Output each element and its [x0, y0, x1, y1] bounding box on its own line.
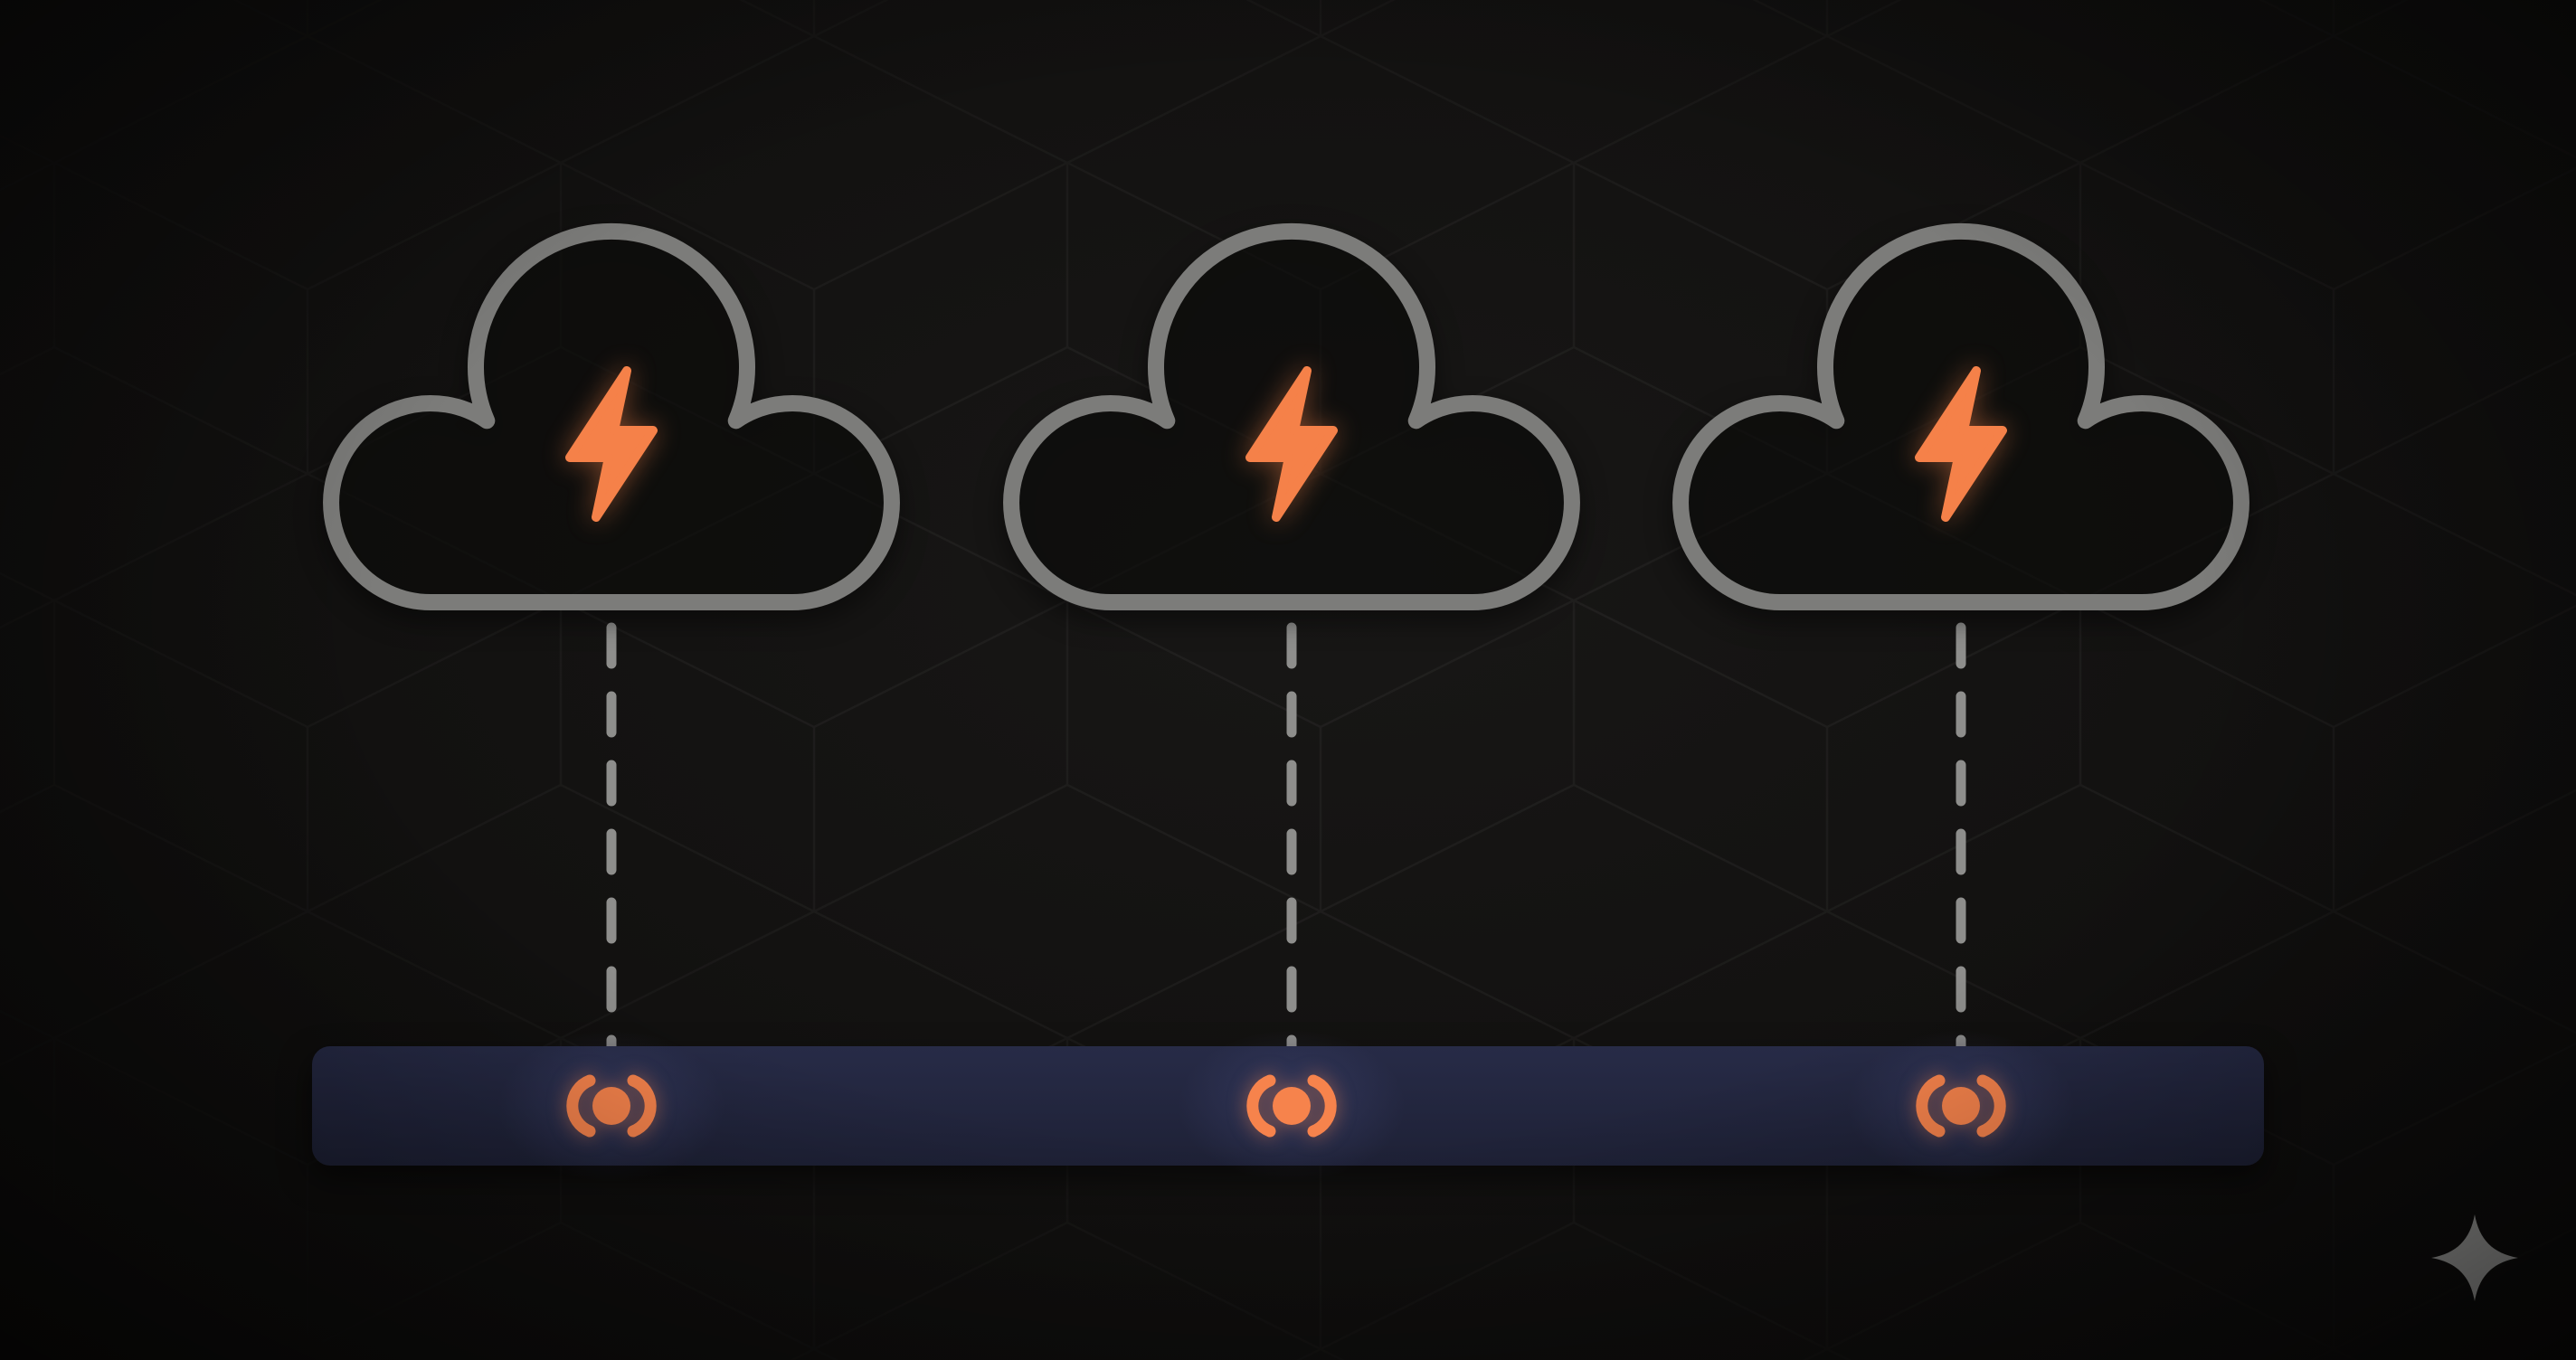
broadcast-signal-icon — [1237, 1070, 1346, 1142]
broadcast-signal-icon — [1907, 1070, 2015, 1142]
bus-bar — [312, 997, 2264, 1214]
broadcast-signal-icon — [557, 1070, 666, 1142]
four-point-sparkle-icon — [2429, 1213, 2520, 1303]
cloud-node-2 — [1002, 222, 1581, 628]
cloud-node-1 — [322, 222, 901, 628]
cloud-node-3 — [1672, 222, 2250, 628]
